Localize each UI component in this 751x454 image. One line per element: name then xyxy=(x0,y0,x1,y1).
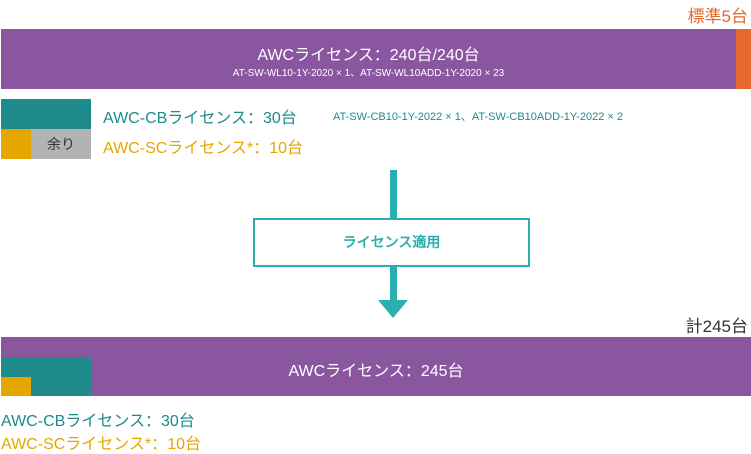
remainder-block: 余り xyxy=(31,129,91,159)
sc-license-segment xyxy=(1,377,31,396)
standard-count-label: 標準5台 xyxy=(687,7,748,26)
awc-license-bar-after: AWCライセンス：245台 xyxy=(1,337,751,396)
arrow-down-icon xyxy=(378,300,408,318)
cb-license-label: AWC-CBライセンス：30台 xyxy=(103,110,297,127)
awc-license-bar-before: AWCライセンス：240台/240台 AT-SW-WL10-1Y-2020 × … xyxy=(1,29,751,89)
sc-license-label: AWC-SCライセンス*：10台 xyxy=(103,140,303,157)
total-count-label: 計245台 xyxy=(685,317,748,336)
awc-license-total-title: AWCライセンス：245台 xyxy=(288,363,464,380)
cb-license-skus: AT-SW-CB10-1Y-2022 × 1、AT-SW-CB10ADD-1Y-… xyxy=(333,111,624,123)
cb-license-block xyxy=(1,99,91,129)
sc-license-block xyxy=(1,129,31,159)
awc-license-title: AWCライセンス：240台/240台 xyxy=(257,47,480,64)
awc-license-skus: AT-SW-WL10-1Y-2020 × 1、AT-SW-WL10ADD-1Y-… xyxy=(232,68,505,79)
standard-license-segment xyxy=(736,29,751,89)
apply-license-step: ライセンス適用 xyxy=(253,218,530,267)
cb-license-label-after: AWC-CBライセンス：30台 xyxy=(1,413,195,430)
sc-license-label-after: AWC-SCライセンス*：10台 xyxy=(1,436,201,453)
